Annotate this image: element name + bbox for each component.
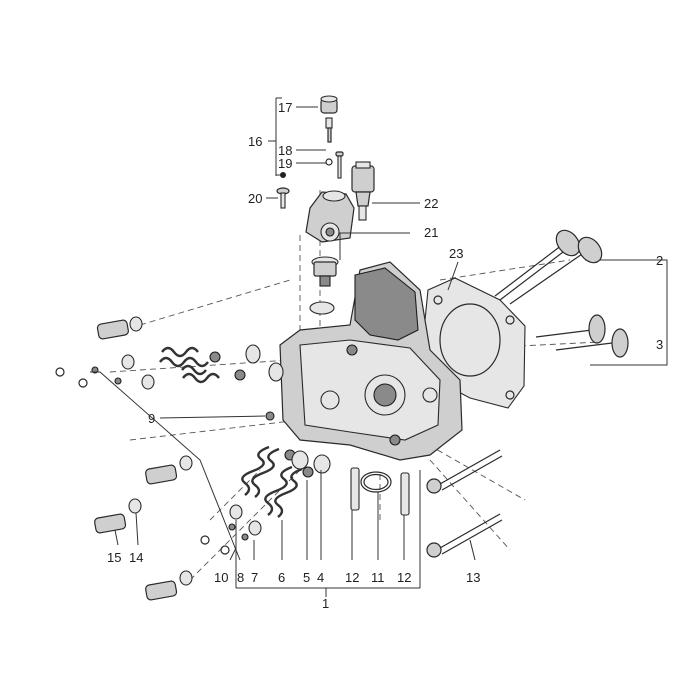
part-cap	[320, 95, 338, 114]
part-thermostat	[311, 256, 339, 287]
part-screw-20	[276, 187, 290, 209]
callout-15: 15	[107, 550, 121, 565]
callout-16: 16	[248, 134, 262, 149]
callout-20: 20	[248, 191, 262, 206]
callout-12-left: 12	[345, 570, 359, 585]
callout-6: 6	[278, 570, 285, 585]
part-cylinder-head	[279, 261, 463, 461]
part-sensor-stem	[325, 117, 333, 143]
callout-dots	[280, 172, 286, 178]
part-screw-top	[335, 151, 344, 179]
callout-19: 19	[278, 156, 292, 171]
callout-17: 17	[278, 100, 292, 115]
part-temperature-sensor	[351, 161, 375, 221]
callout-7: 7	[251, 570, 258, 585]
callout-8: 8	[237, 570, 244, 585]
leader-lines	[90, 106, 476, 561]
part-oring-small	[325, 158, 333, 166]
callout-14: 14	[129, 550, 143, 565]
callout-22: 22	[424, 196, 438, 211]
callout-11: 11	[371, 570, 385, 585]
part-thermostat-housing	[305, 190, 355, 243]
callout-12-right: 12	[397, 570, 411, 585]
part-long-bolts	[426, 449, 503, 558]
callout-5: 5	[303, 570, 310, 585]
part-valves-lower	[535, 314, 629, 358]
callout-21: 21	[424, 225, 438, 240]
callout-4: 4	[317, 570, 324, 585]
group-bracket-16	[268, 97, 282, 176]
part-valves-upper	[494, 229, 603, 305]
group-bracket-2-3	[585, 259, 668, 366]
group-bracket-1	[235, 470, 421, 597]
part-valve-guides	[94, 455, 193, 601]
callout-23: 23	[449, 246, 463, 261]
callout-18: 18	[278, 143, 292, 158]
callout-9: 9	[148, 411, 155, 426]
callout-1: 1	[322, 596, 329, 611]
callout-3: 3	[656, 337, 663, 352]
part-valve-springs-upper	[55, 316, 284, 421]
callout-2: 2	[656, 253, 663, 268]
callout-13: 13	[466, 570, 480, 585]
part-valve-springs-lower	[200, 445, 331, 555]
callout-labels: 17 16 18 19 20 22 21 23 2 3 9 13 15 14 1…	[107, 100, 663, 611]
part-studs	[350, 467, 410, 516]
callout-10: 10	[214, 570, 228, 585]
